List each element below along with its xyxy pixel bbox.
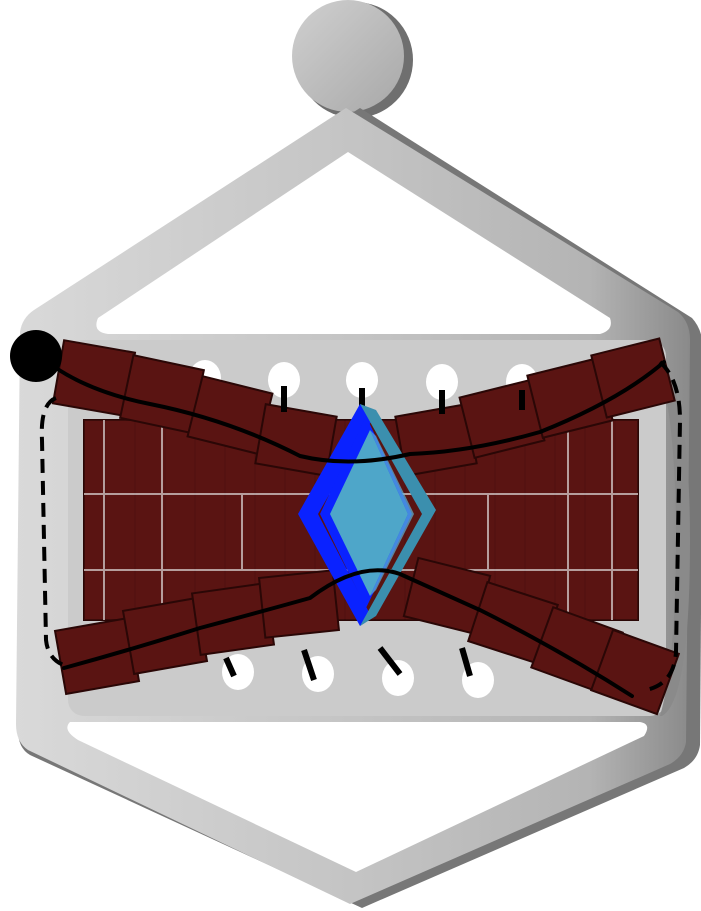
band-brick xyxy=(259,570,339,637)
bottom-hole xyxy=(382,660,414,696)
knot-icon xyxy=(10,330,62,382)
hanger-ring xyxy=(292,0,413,118)
